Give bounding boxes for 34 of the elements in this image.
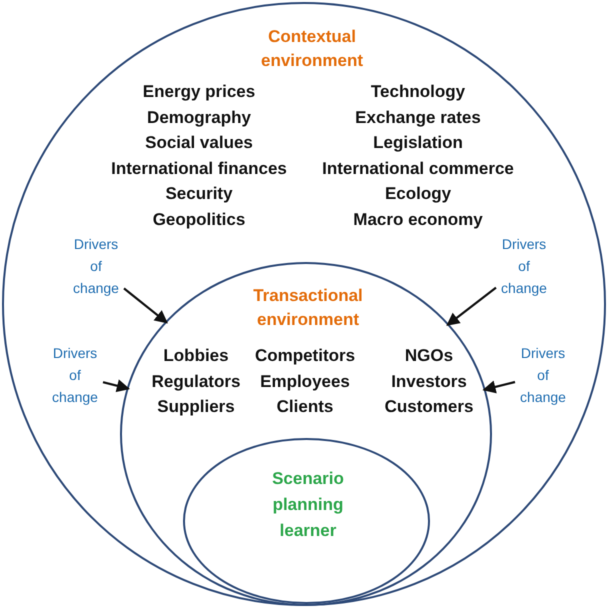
list-item: Energy prices [142,81,256,103]
list-item: Legislation [373,132,463,154]
arrow [123,288,168,324]
circle-heading: Contextual environment [260,26,364,72]
environment-circle [120,262,492,606]
list-item: Demography [147,106,251,129]
list-item: Lobbies [163,345,229,367]
list-item: Security [165,183,233,205]
list-item: Employees [260,370,350,392]
list-item: Technology [370,81,466,103]
list-item: Suppliers [157,396,235,418]
arrow [482,380,516,394]
list-item: International finances [111,158,287,180]
driver-label: Drivers of change [496,233,552,299]
arrow [102,379,130,392]
circle-heading: Transactional environment [252,285,364,331]
list-item: Geopolitics [152,208,246,230]
list-item: Regulators [152,370,240,393]
environment-circle [183,438,430,604]
list-item: Investors [391,370,467,392]
list-item: Competitors [254,345,356,367]
list-item: Social values [145,132,253,154]
list-item: Ecology [384,183,452,205]
driver-label: Drivers of change [515,342,571,408]
list-item: NGOs [404,345,454,367]
list-item: International commerce [322,158,514,180]
arrow [446,286,497,326]
driver-label: Drivers of change [68,233,124,299]
list-item: Clients [276,396,334,418]
driver-label: Drivers of change [47,342,103,408]
list-item: Exchange rates [355,106,481,129]
circle-heading: Scenario planning learner [271,468,345,542]
list-item: Customers [384,396,474,418]
list-item: Macro economy [353,208,483,230]
